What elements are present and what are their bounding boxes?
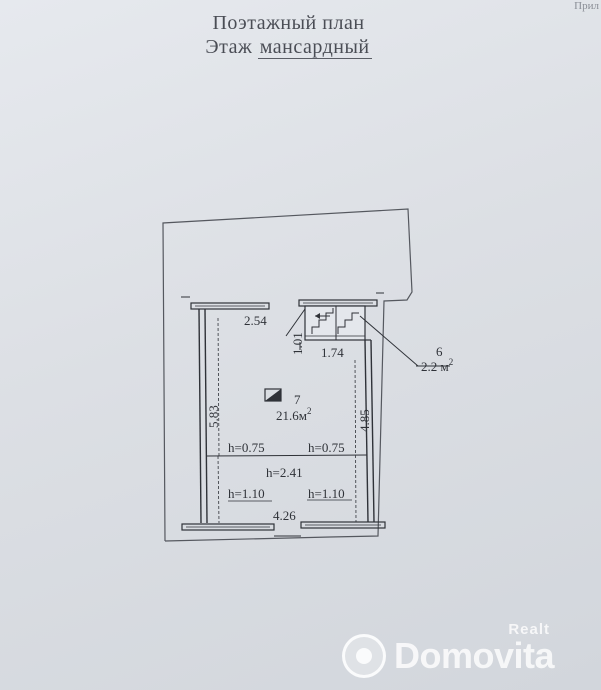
floor-name: мансардный — [257, 36, 372, 59]
height-lower-right: h=1.10 — [308, 486, 345, 501]
dim-top-left: 2.54 — [244, 313, 267, 328]
height-upper-right: h=0.75 — [308, 440, 345, 455]
top-wall — [181, 292, 384, 310]
stair-room — [285, 305, 450, 367]
frame-bottom — [164, 536, 331, 542]
watermark-brand: Realt Domovita — [394, 621, 555, 677]
height-upper-left: h=0.75 — [228, 440, 265, 455]
room-7-number: 7 — [294, 392, 301, 407]
room-7-area: 21.6м2 — [276, 406, 311, 423]
outer-frame — [162, 208, 413, 542]
height-lower-left: h=1.10 — [228, 486, 265, 501]
watermark-brand-text: Domovita — [394, 635, 555, 676]
corner-note: Прил — [574, 0, 599, 12]
watermark: Realt Domovita — [342, 621, 597, 680]
watermark-logo-icon — [342, 634, 386, 678]
dim-stair-short: 1.01 — [290, 332, 305, 355]
plan-title: Поэтажный план — [212, 12, 365, 34]
room-6-area: 2.2 м2 — [421, 357, 453, 374]
left-wall — [198, 308, 208, 524]
right-wall — [364, 339, 375, 523]
floor-label: Этаж мансардный — [0, 36, 589, 59]
watermark-top-text: Realt — [508, 621, 551, 638]
dim-bottom-width: 4.26 — [273, 508, 296, 523]
floor-label-prefix: Этаж — [205, 36, 253, 58]
room-6-number: 6 — [436, 344, 443, 359]
dim-right-height: 4.85 — [357, 409, 372, 432]
room-6-leader — [359, 315, 419, 367]
room-marker-icon — [264, 388, 282, 402]
dim-stair-width: 1.74 — [321, 345, 344, 360]
dim-left-height: 5.83 — [206, 405, 221, 428]
bottom-wall — [181, 521, 386, 537]
height-center: h=2.41 — [266, 465, 303, 480]
height-zones — [205, 317, 368, 524]
